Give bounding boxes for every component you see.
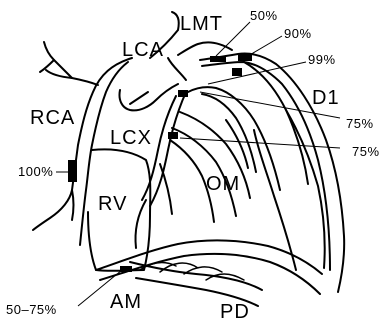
label-rv: RV [98, 193, 127, 215]
stenosis-lad-d1 [232, 68, 242, 76]
label-am: AM [110, 291, 142, 313]
stenosis-label-lmt: 50% [250, 8, 278, 23]
stenosis-lcx-prox [178, 90, 188, 97]
label-lcx: LCX [110, 127, 152, 149]
stenosis-rca [68, 160, 77, 182]
label-d1: D1 [312, 87, 340, 109]
stenosis-lcx-om [168, 132, 178, 139]
label-lca: LCA [122, 39, 164, 61]
label-rca: RCA [30, 107, 75, 129]
label-pd: PD [220, 301, 250, 322]
stenosis-label-rca: 100% [18, 164, 53, 179]
stenosis-label-lcx-prox: 75% [346, 116, 374, 131]
stenosis-label-lad-d1: 99% [308, 52, 336, 67]
stenosis-label-prox-lad: 90% [284, 26, 312, 41]
lcx-vessel [142, 92, 250, 222]
stenosis-lmt [210, 56, 226, 62]
stenosis-am [120, 266, 132, 272]
stenosis-label-lcx-om: 75% [352, 144, 380, 159]
label-om: OM [206, 173, 240, 195]
leader-lines [56, 22, 340, 306]
stenosis-label-am: 50–75% [6, 302, 57, 317]
label-lmt: LMT [180, 13, 223, 35]
